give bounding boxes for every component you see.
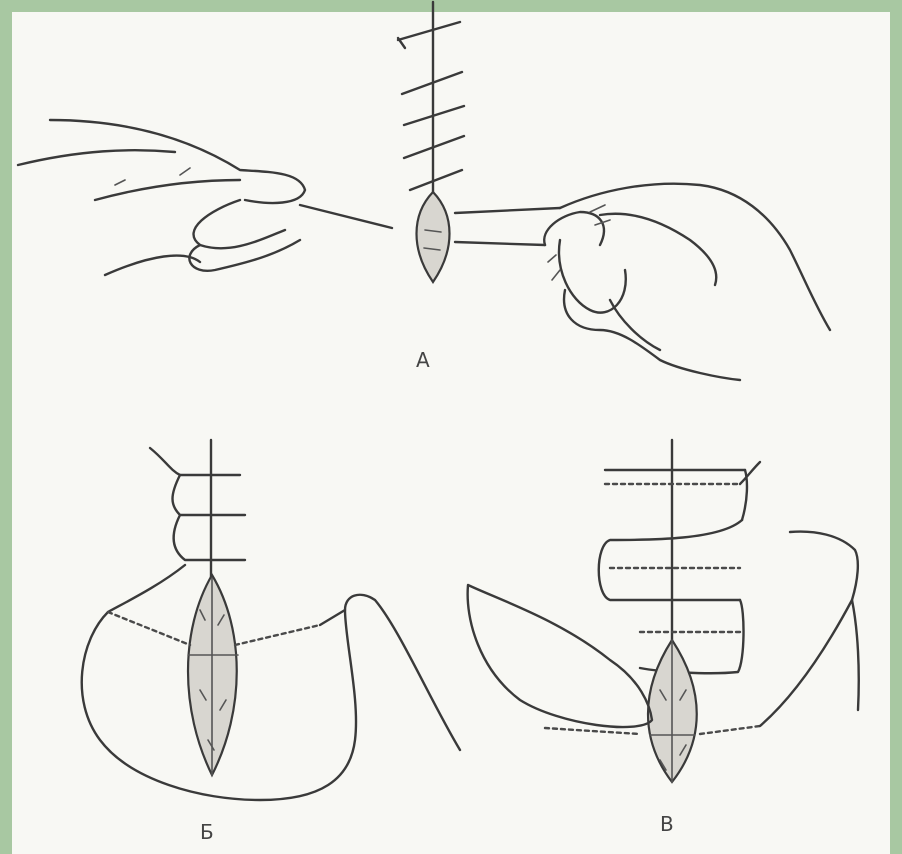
label-panel-b: Б (200, 822, 214, 842)
panel-b-drawing (82, 440, 460, 800)
wound-a (417, 192, 450, 282)
thread-loop-v-left (468, 585, 652, 727)
left-hand (18, 120, 305, 275)
thread-top-a (455, 208, 560, 213)
panel-v-drawing (468, 440, 859, 782)
thread-left-a (300, 205, 392, 228)
thread-loop-b (82, 565, 460, 800)
thread-loop-v-right (760, 532, 858, 726)
right-hand (544, 184, 830, 380)
running-stitches-a (398, 22, 464, 190)
label-panel-a: А (416, 350, 430, 370)
buried-thread-b-left (108, 612, 190, 645)
label-panel-v: В (660, 814, 674, 834)
thread-bottom-a (455, 242, 545, 245)
buried-thread-b-right (235, 625, 320, 645)
panel-a-drawing (18, 2, 830, 380)
